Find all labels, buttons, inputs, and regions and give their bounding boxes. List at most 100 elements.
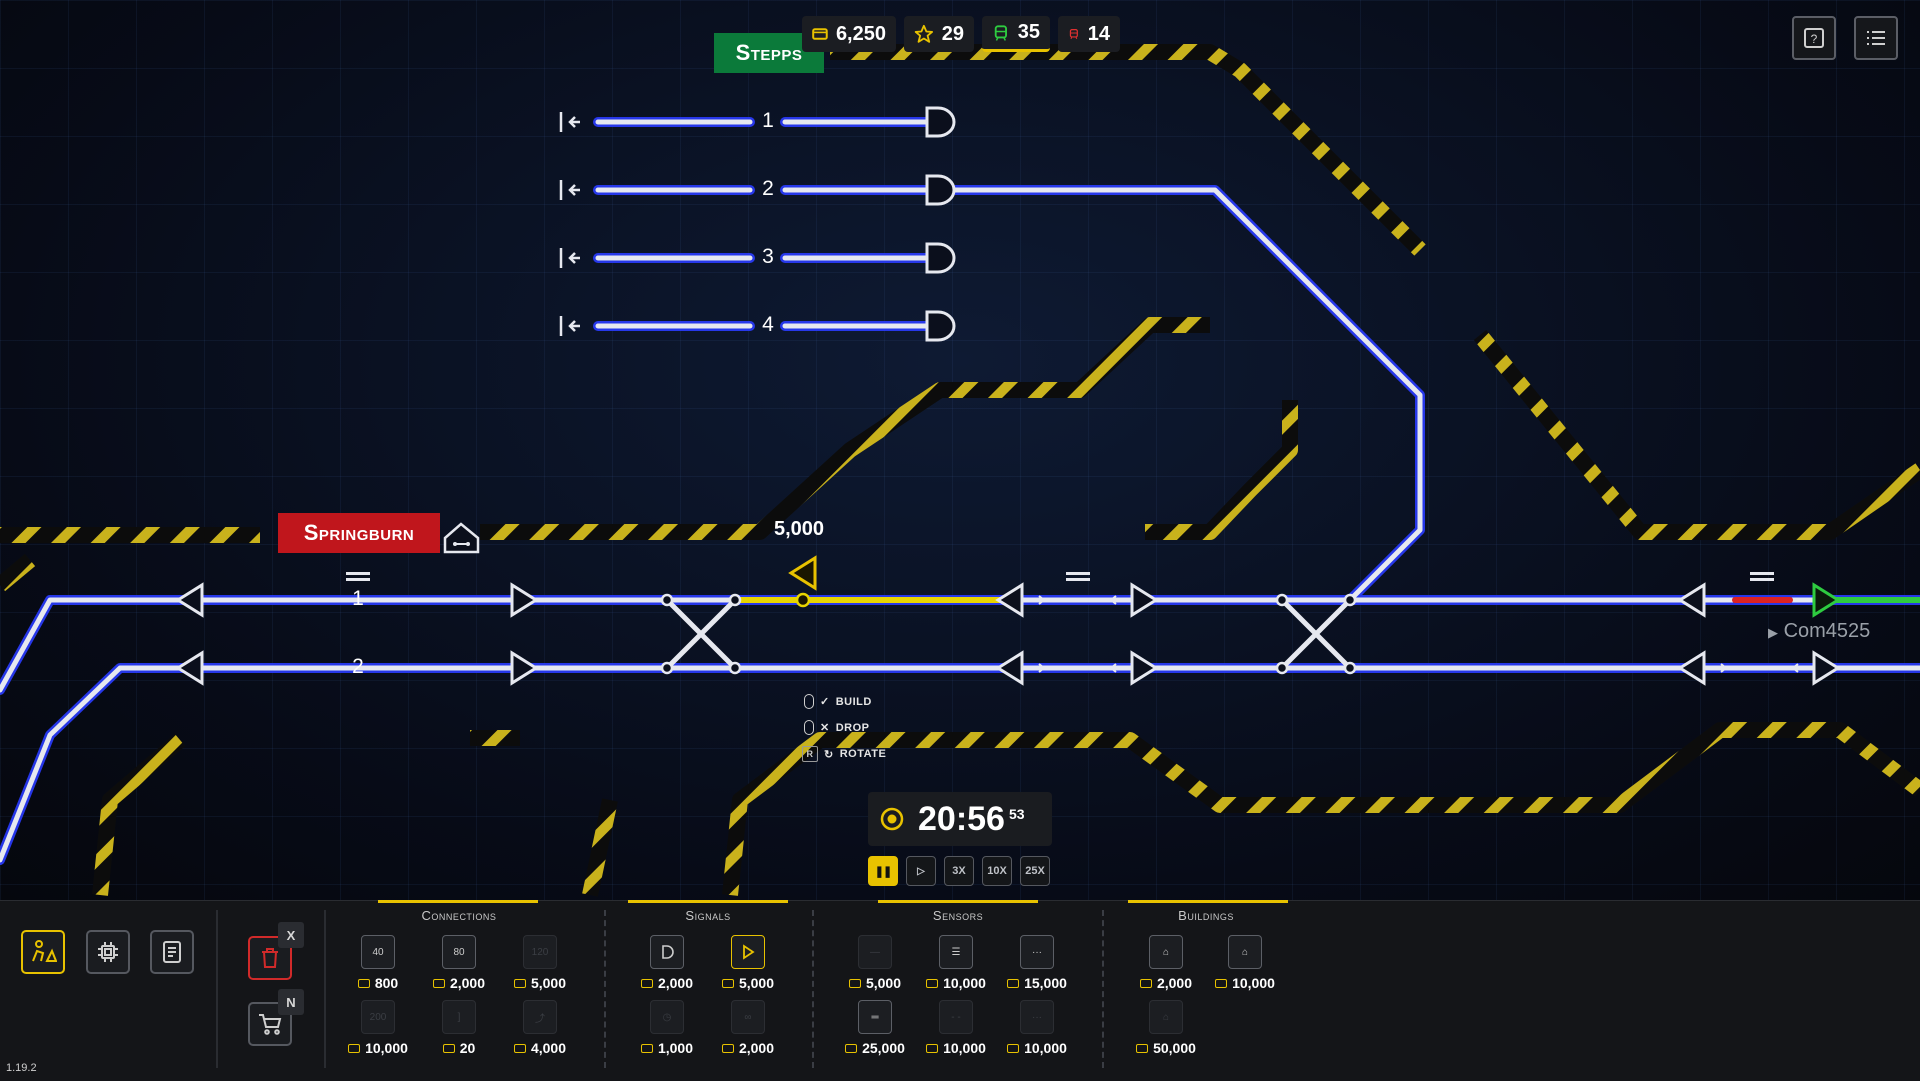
section-bar: [628, 900, 788, 903]
panel-divider: [324, 910, 326, 1068]
item-price: 25,000: [862, 1040, 905, 1056]
section-title-signals: Signals: [685, 908, 731, 923]
clock-time: 20:56: [918, 799, 1005, 838]
building-item-3[interactable]: ⌂ 50,000: [1126, 1000, 1206, 1056]
station-label-stepps[interactable]: Stepps: [714, 33, 824, 73]
sensor-item-1[interactable]: — 5,000: [835, 935, 915, 991]
section-title-buildings: Buildings: [1178, 908, 1234, 923]
money-icon: [1139, 978, 1152, 988]
construction-worker-icon: [32, 940, 57, 962]
section-title-sensors: Sensors: [932, 908, 984, 923]
menu-button[interactable]: [1854, 16, 1898, 60]
train-label[interactable]: ▶ Com4525: [1768, 620, 1870, 643]
delete-hotkey: X: [278, 922, 304, 948]
game-map[interactable]: Stepps Springburn 1 2 3 4 1 2 5,000 ▶ Co…: [0, 0, 1920, 900]
item-price: 10,000: [1024, 1040, 1067, 1056]
sensor-item-6[interactable]: ··· 10,000: [997, 1000, 1077, 1056]
item-price: 15,000: [1024, 975, 1067, 991]
chain-signal-icon: ∞: [731, 1000, 765, 1034]
sensor-item-3[interactable]: ··· 15,000: [997, 935, 1077, 991]
bracket-icon: ]: [442, 1000, 476, 1034]
item-price: 800: [374, 975, 399, 991]
hint-drop: ✕ DROP: [804, 720, 870, 735]
sensor-item-5[interactable]: - - 10,000: [916, 1000, 996, 1056]
hint-rotate: R ↻ ROTATE: [802, 746, 886, 762]
item-price: 4,000: [530, 1040, 567, 1056]
track-200-icon: 200: [361, 1000, 395, 1034]
item-price: 2,000: [449, 975, 486, 991]
speed-3x-button[interactable]: 3X: [944, 856, 974, 886]
signal-item-stop[interactable]: 2,000: [627, 935, 707, 991]
building-item-2[interactable]: ⌂ 10,000: [1205, 935, 1285, 991]
depot-icon[interactable]: [443, 522, 480, 554]
junction-nodes[interactable]: [660, 592, 1357, 675]
trains-bad-stat: 14: [1058, 16, 1120, 52]
check-icon: ✓: [820, 696, 830, 708]
speed-25x-button[interactable]: 25X: [1020, 856, 1050, 886]
sensor-icon[interactable]: [346, 572, 1774, 581]
notes-button[interactable]: [150, 930, 194, 974]
item-price: 5,000: [738, 975, 775, 991]
build-mode-button[interactable]: [21, 930, 65, 974]
stop-signal-icon[interactable]: [925, 106, 956, 342]
chip-button[interactable]: [86, 930, 130, 974]
pause-button[interactable]: ❚❚: [868, 856, 898, 886]
platform-number: 3: [762, 245, 774, 268]
help-button[interactable]: ?: [1792, 16, 1836, 60]
track-80-icon: 80: [442, 935, 476, 969]
money-icon: [812, 28, 828, 40]
item-price: 10,000: [943, 975, 986, 991]
money-icon: [926, 978, 939, 988]
trains-ok-stat: 35: [982, 16, 1050, 52]
connection-item-80[interactable]: 80 2,000: [419, 935, 499, 991]
sensor-double-line-icon: ═: [858, 1000, 892, 1034]
clock-icon: [880, 807, 904, 831]
signal-item-chain[interactable]: ∞ 2,000: [708, 1000, 788, 1056]
block-signal-icon[interactable]: [175, 582, 1841, 686]
item-price: 2,000: [738, 1040, 775, 1056]
item-price: 2,000: [657, 975, 694, 991]
signal-item-timer[interactable]: ◷ 1,000: [627, 1000, 707, 1056]
green-signal-icon[interactable]: [1812, 582, 1841, 618]
item-price: 5,000: [865, 975, 902, 991]
signal-item-block[interactable]: 5,000: [708, 935, 788, 991]
key-r: R: [802, 746, 818, 762]
section-bar: [378, 900, 538, 903]
play-icon: ▶: [1768, 625, 1778, 640]
rails[interactable]: [0, 117, 1920, 865]
money-value: 6,250: [835, 22, 886, 45]
money-icon: [640, 1043, 653, 1053]
station-building-icon: ⌂: [1228, 935, 1262, 969]
connection-item-200[interactable]: 200 10,000: [338, 1000, 418, 1056]
connection-item-bracket[interactable]: ] 20: [419, 1000, 499, 1056]
mouse-right-icon: [804, 720, 814, 735]
trains-bad-value: 14: [1087, 22, 1110, 45]
building-item-1[interactable]: ⌂ 2,000: [1126, 935, 1206, 991]
game-clock: 20:56 53: [868, 792, 1052, 846]
buffer-stop-icon: [559, 112, 580, 336]
money-icon: [1215, 978, 1228, 988]
sensor-count-icon: ☰: [939, 935, 973, 969]
connection-item-40[interactable]: 40 800: [338, 935, 418, 991]
play-button[interactable]: ▷: [906, 856, 936, 886]
money-icon: [640, 978, 653, 988]
build-toolbar: [0, 900, 1920, 1081]
item-price: 5,000: [530, 975, 567, 991]
ghost-signal-icon[interactable]: [788, 555, 817, 591]
stop-signal-icon: [650, 935, 684, 969]
hint-rotate-label: ROTATE: [839, 748, 887, 760]
speed-10x-button[interactable]: 10X: [982, 856, 1012, 886]
train-green-icon: [994, 24, 1007, 41]
track-layout[interactable]: [0, 0, 1920, 900]
sensor-item-4[interactable]: ═ 25,000: [835, 1000, 915, 1056]
play-icon: ▷: [917, 865, 925, 877]
hint-build: ✓ BUILD: [804, 694, 872, 709]
connection-item-120[interactable]: 120 5,000: [500, 935, 580, 991]
connection-item-switch[interactable]: ⤴ 4,000: [500, 1000, 580, 1056]
rotate-icon: ↻: [824, 748, 834, 761]
sensor-item-2[interactable]: ☰ 10,000: [916, 935, 996, 991]
money-icon: [721, 978, 734, 988]
station-label-springburn[interactable]: Springburn: [278, 513, 440, 553]
section-bar: [878, 900, 1038, 903]
switch-icon: ⤴: [523, 1000, 557, 1034]
